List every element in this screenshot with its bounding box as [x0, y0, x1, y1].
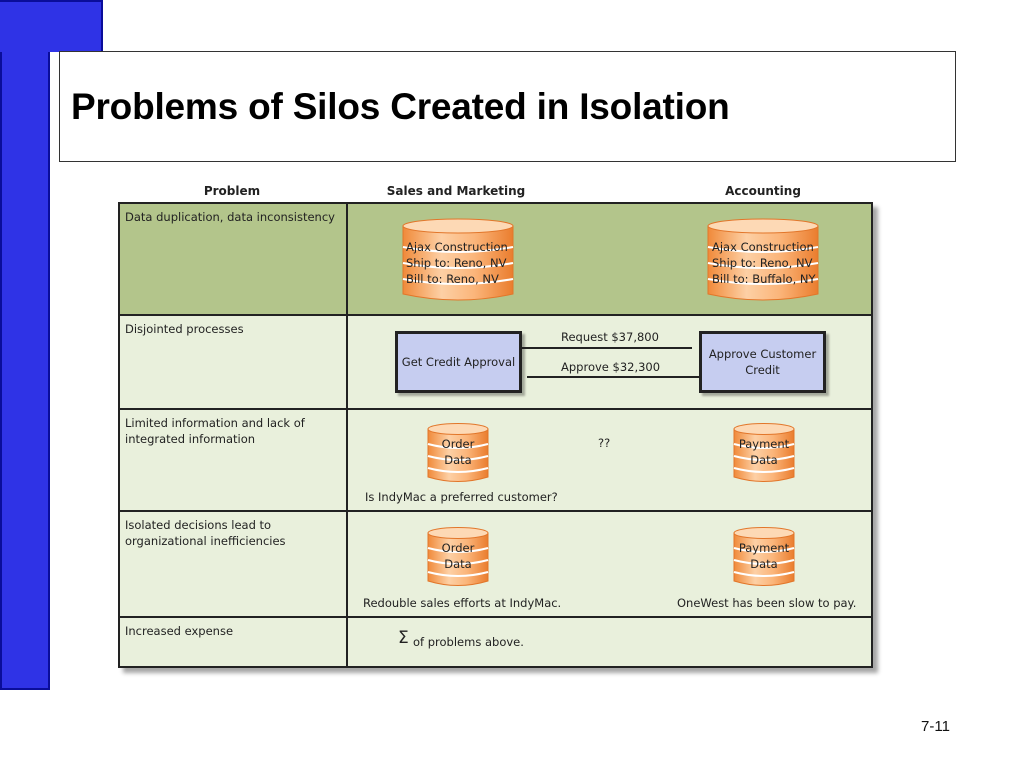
approve-amount-label: Approve $32,300 [561, 360, 661, 374]
database-icon [427, 527, 489, 586]
problem-label: Data duplication, data inconsistency [125, 210, 335, 224]
row-content: Order Data ?? Payment Data Is IndyMac a … [348, 410, 871, 510]
sales-db-line-1: Ajax Construction [406, 240, 508, 254]
problem-label: Limited information and lack of integrat… [125, 416, 305, 446]
problem-cell: Isolated decisions lead to organizationa… [120, 512, 348, 616]
header-problem: Problem [203, 184, 261, 198]
row-content: Get Credit Approval Approve Customer Cre… [348, 316, 871, 408]
order-data-line-1: Order [441, 541, 475, 555]
sales-db-line-3: Bill to: Reno, NV [406, 272, 499, 286]
approve-connector-line [527, 376, 699, 378]
header-accounting: Accounting [725, 184, 801, 198]
database-icon [733, 423, 795, 482]
page-number: 7-11 [921, 718, 950, 735]
sales-decision-note: Redouble sales efforts at IndyMac. [363, 596, 562, 610]
accounting-db-line-2: Ship to: Reno, NV [712, 256, 813, 270]
preferred-customer-question: Is IndyMac a preferred customer? [365, 490, 558, 504]
row-content: Σ of problems above. [348, 618, 871, 666]
sigma-symbol: Σ [398, 628, 409, 648]
payment-data-line-2: Data [750, 557, 778, 571]
row-content: Ajax Construction Ship to: Reno, NV Bill… [348, 204, 871, 314]
order-data-line-1: Order [441, 437, 475, 451]
table-row: Increased expense Σ of problems above. [120, 618, 871, 666]
problem-label: Increased expense [125, 624, 234, 638]
table-row: Data duplication, data inconsistency Aja… [120, 204, 871, 316]
order-data-line-2: Data [444, 453, 472, 467]
problem-label: Disjointed processes [125, 322, 244, 336]
payment-data-line-1: Payment [738, 437, 790, 451]
approve-customer-credit-box: Approve Customer Credit [699, 331, 826, 393]
table-row: Limited information and lack of integrat… [120, 410, 871, 512]
problem-cell: Increased expense [120, 618, 348, 666]
header-sales-and-marketing: Sales and Marketing [386, 184, 526, 198]
accounting-db-line-3: Bill to: Buffalo, NY [712, 272, 816, 286]
slide-title: Problems of Silos Created in Isolation [71, 86, 730, 127]
database-icon [733, 527, 795, 586]
problem-cell: Disjointed processes [120, 316, 348, 408]
accounting-db-line-1: Ajax Construction [712, 240, 814, 254]
request-connector-line [522, 347, 692, 349]
row-content: Order Data Payment Data Redouble sales e… [348, 512, 871, 616]
sum-of-problems-note: of problems above. [413, 635, 524, 649]
payment-data-line-1: Payment [738, 541, 790, 555]
left-accent-bar [0, 0, 50, 690]
table-row: Isolated decisions lead to organizationa… [120, 512, 871, 618]
problem-cell: Limited information and lack of integrat… [120, 410, 348, 510]
problem-cell: Data duplication, data inconsistency [120, 204, 348, 314]
table-row: Disjointed processes Get Credit Approval… [120, 316, 871, 410]
request-amount-label: Request $37,800 [561, 330, 659, 344]
accounting-decision-note: OneWest has been slow to pay. [677, 596, 857, 610]
order-data-line-2: Data [444, 557, 472, 571]
problem-label: Isolated decisions lead to organizationa… [125, 518, 286, 548]
unknown-link-label: ?? [598, 436, 611, 450]
top-accent-tab [0, 0, 103, 52]
sales-db-line-2: Ship to: Reno, NV [406, 256, 507, 270]
database-icon [707, 218, 819, 301]
get-credit-approval-box: Get Credit Approval [395, 331, 522, 393]
payment-data-line-2: Data [750, 453, 778, 467]
database-icon [427, 423, 489, 482]
title-box: Problems of Silos Created in Isolation [59, 51, 956, 162]
silos-table: Data duplication, data inconsistency Aja… [118, 202, 873, 668]
database-icon [402, 218, 514, 301]
